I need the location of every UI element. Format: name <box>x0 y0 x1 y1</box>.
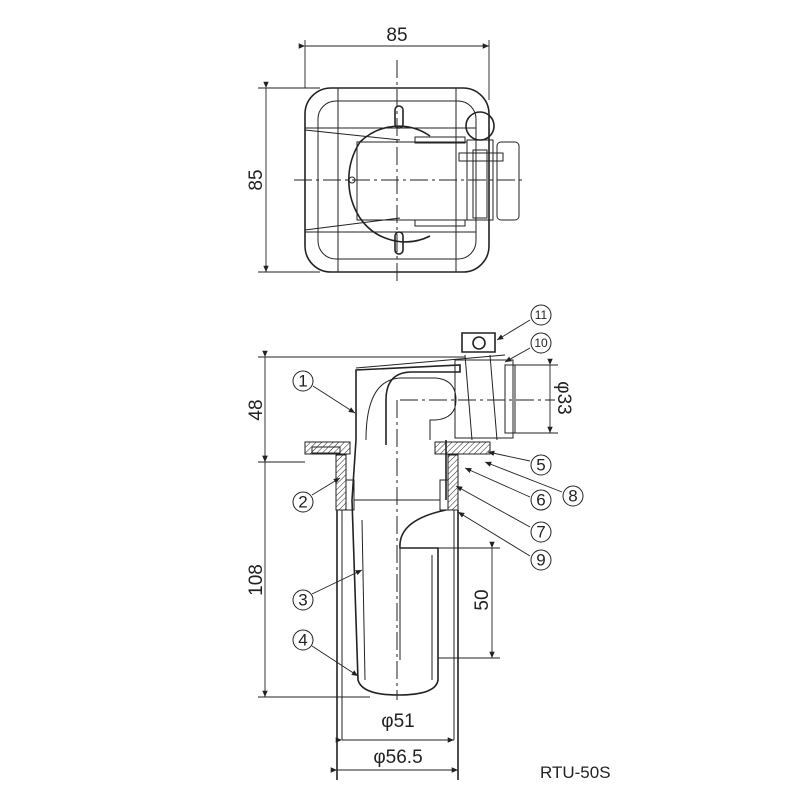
svg-text:5: 5 <box>536 456 545 475</box>
model-number: RTU-50S <box>540 763 611 782</box>
top-height-dimension: 85 <box>246 169 267 190</box>
part-3: 3 <box>292 589 314 611</box>
part-2: 2 <box>292 491 314 513</box>
part-1: 1 <box>292 370 314 392</box>
part-10: 10 <box>530 332 552 354</box>
part-5: 5 <box>530 454 552 476</box>
part-11: 11 <box>530 304 552 326</box>
svg-text:1: 1 <box>298 372 307 391</box>
water-seal-dimension: 50 <box>472 589 493 610</box>
svg-text:8: 8 <box>568 487 577 506</box>
top-view: 85 85 <box>246 25 525 285</box>
svg-text:9: 9 <box>536 551 545 570</box>
part-6: 6 <box>530 489 552 511</box>
svg-text:4: 4 <box>298 631 307 650</box>
svg-text:7: 7 <box>536 523 545 542</box>
part-7: 7 <box>530 521 552 543</box>
top-width-dimension: 85 <box>386 25 407 46</box>
svg-text:11: 11 <box>535 308 548 322</box>
part-4: 4 <box>292 629 314 651</box>
part-8: 8 <box>562 485 584 507</box>
svg-text:3: 3 <box>298 591 307 610</box>
body-height-dimension: 108 <box>246 564 267 596</box>
inner-diameter-dimension: φ51 <box>381 711 414 732</box>
side-view: 48 108 50 φ33 φ51 φ56.5 1 2 3 <box>246 304 584 780</box>
svg-text:2: 2 <box>298 493 307 512</box>
part-callouts: 1 2 3 4 5 6 7 8 9 10 11 <box>292 304 584 677</box>
upper-height-dimension: 48 <box>246 399 267 420</box>
part-9: 9 <box>530 549 552 571</box>
outlet-diameter-dimension: φ33 <box>553 381 574 414</box>
svg-text:6: 6 <box>536 491 545 510</box>
outer-diameter-dimension: φ56.5 <box>373 747 422 768</box>
svg-text:10: 10 <box>534 336 548 350</box>
